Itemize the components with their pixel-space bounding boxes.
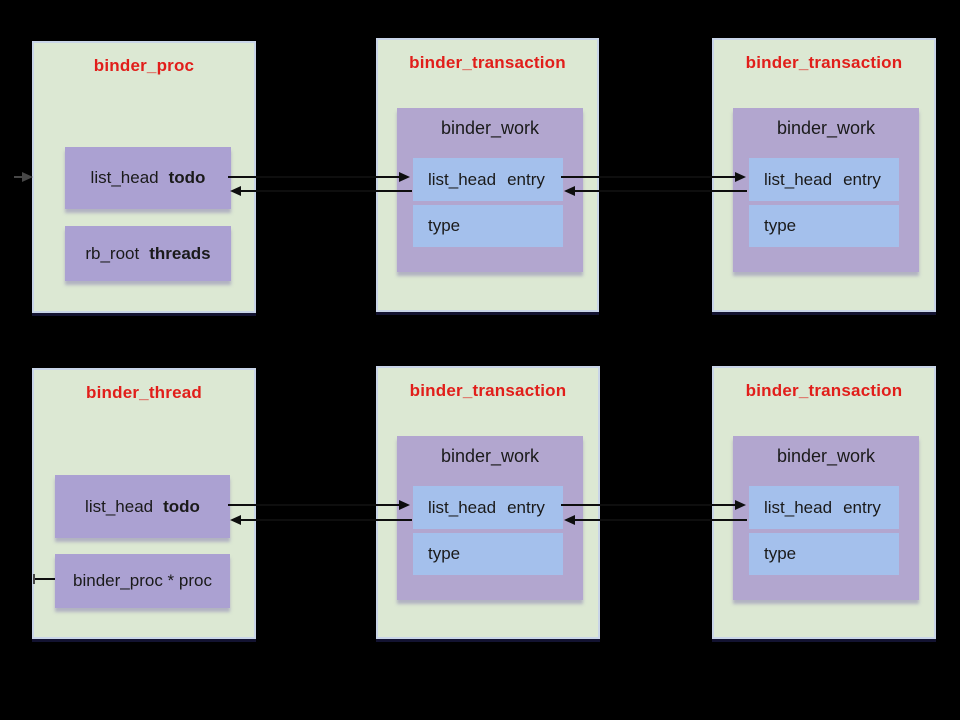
field-name: todo	[163, 496, 200, 516]
field-name: threads	[149, 243, 211, 263]
struct-box-binder-transaction-4: binder_transaction binder_work list_head…	[712, 366, 936, 639]
struct-title: binder_transaction	[745, 381, 903, 400]
field-keyword: list_head	[428, 497, 497, 517]
inner-title: binder_work	[776, 446, 876, 466]
struct-box-binder-thread: binder_thread list_head todo binder_proc…	[32, 368, 256, 639]
inner-title: binder_work	[440, 446, 540, 466]
field-list-head-entry: list_head entry	[413, 486, 563, 529]
field-type: type	[413, 205, 563, 247]
field-type: type	[749, 533, 899, 575]
field-name: entry	[843, 169, 881, 189]
field-name: entry	[507, 169, 545, 189]
struct-box-binder-transaction-2: binder_transaction binder_work list_head…	[712, 38, 936, 312]
field-keyword: type	[428, 216, 461, 235]
field-keyword: type	[428, 544, 461, 563]
field-name: entry	[843, 497, 881, 517]
struct-title: binder_proc	[93, 56, 195, 75]
inner-title: binder_work	[776, 118, 876, 138]
inner-title: binder_work	[440, 118, 540, 138]
field-keyword: list_head	[90, 168, 159, 187]
struct-title: binder_transaction	[409, 53, 566, 72]
field-type: type	[749, 205, 899, 247]
field-name: todo	[168, 168, 206, 187]
field-name: entry	[507, 497, 545, 517]
field-keyword: type	[764, 216, 797, 235]
inner-box-binder-work: binder_work list_head entry type	[733, 436, 919, 600]
field-list-head-entry: list_head entry	[413, 158, 563, 201]
struct-box-binder-transaction-1: binder_transaction binder_work list_head…	[376, 38, 599, 312]
struct-title: binder_thread	[86, 383, 202, 402]
field-rb-root-threads: rb_root threads	[65, 226, 231, 281]
struct-title: binder_transaction	[409, 381, 567, 400]
field-list-head-todo: list_head todo	[55, 475, 230, 538]
field-keyword: list_head	[764, 169, 833, 189]
field-keyword: list_head	[428, 169, 497, 189]
field-keyword: rb_root	[85, 243, 140, 263]
field-keyword: binder_proc * proc	[73, 571, 212, 590]
inner-box-binder-work: binder_work list_head entry type	[397, 108, 583, 272]
field-binder-proc-pointer: binder_proc * proc	[55, 554, 230, 608]
arrow-wrap-into-proc-todo	[14, 172, 33, 182]
inner-box-binder-work: binder_work list_head entry type	[733, 108, 919, 272]
field-keyword: list_head	[764, 497, 833, 517]
field-keyword: type	[764, 544, 797, 563]
struct-title: binder_transaction	[745, 53, 903, 72]
struct-box-binder-proc: binder_proc list_head todo rb_root threa…	[32, 41, 256, 313]
field-keyword: list_head	[85, 496, 154, 516]
inner-box-binder-work: binder_work list_head entry type	[397, 436, 583, 600]
field-type: type	[413, 533, 563, 575]
field-list-head-entry: list_head entry	[749, 158, 899, 201]
struct-box-binder-transaction-3: binder_transaction binder_work list_head…	[376, 366, 600, 639]
field-list-head-entry: list_head entry	[749, 486, 899, 529]
field-list-head-todo: list_head todo	[65, 147, 231, 209]
